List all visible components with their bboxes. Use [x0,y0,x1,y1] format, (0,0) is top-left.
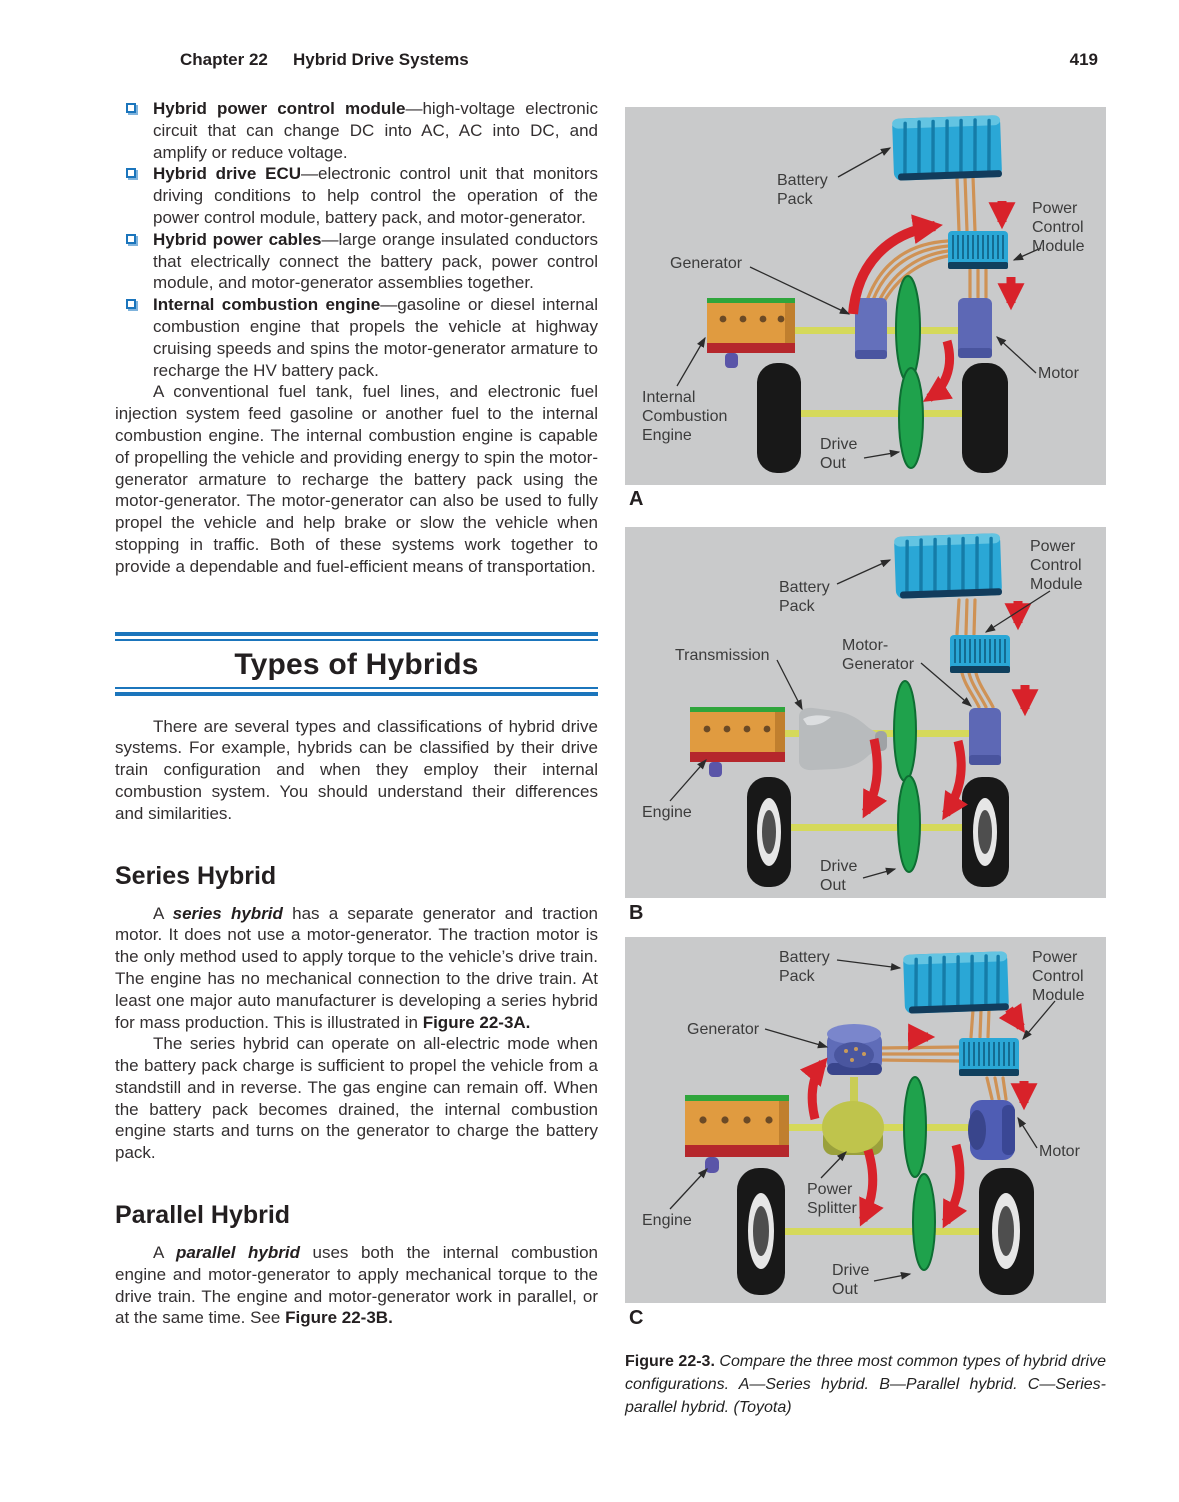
drive-out-discs [893,680,921,873]
paragraph-fuel-system: A conventional fuel tank, fuel lines, an… [115,382,598,576]
series-hybrid-diagram [676,115,1042,473]
label-engine: Engine [642,804,692,821]
label-leader-lines [669,559,1051,879]
label-leader-lines [676,147,1042,459]
engine [685,1095,789,1173]
rear-axle [797,410,965,417]
label-power-control-module: Power Control Module [1032,200,1085,255]
definition-text: Hybrid drive ECU—electronic control unit… [153,164,598,227]
drive-out-discs [895,275,924,469]
definition-text: Hybrid power cables—large orange insulat… [153,229,598,293]
label-battery-pack: Battery Pack [777,172,828,208]
label-drive-out: Drive Out [820,858,858,894]
rear-axle [785,1228,981,1235]
battery-pack [903,951,1009,1014]
power-flow-arrows [799,1003,1038,1229]
label-drive-out: Drive Out [832,1262,870,1298]
generator [827,1024,882,1075]
label-power-control-module: Power Control Module [1030,538,1083,593]
label-generator: Generator [687,1021,760,1038]
heading-rule-thin [115,638,598,641]
label-battery-pack: Battery Pack [779,579,830,615]
internal-combustion-engine [707,298,795,368]
engine [690,707,785,777]
list-item: Hybrid power cables—large orange insulat… [115,229,598,294]
label-generator: Generator [670,255,743,272]
parallel-hybrid-diagram [669,533,1051,887]
label-motor-generator: Motor- Generator [842,637,915,673]
label-motor: Motor [1038,365,1079,382]
battery-pack [894,533,1002,599]
page-number: 419 [1069,50,1098,69]
label-leader-lines [669,959,1056,1282]
power-flow-arrows [848,201,1025,402]
label-transmission: Transmission [675,647,770,664]
definition-list: Hybrid power control module—high-voltage… [115,98,598,381]
label-motor: Motor [1039,1143,1080,1160]
figure-22-3-a-series-hybrid: Battery Pack Power Control Module Genera… [625,107,1106,485]
square-bullet-icon [126,168,136,179]
power-control-module [950,635,1010,673]
figure-column: Battery Pack Power Control Module Genera… [625,107,1106,1502]
list-item: Hybrid power control module—high-voltage… [115,98,598,163]
battery-pack [892,115,1002,181]
paragraph-parallel-1: A parallel hybrid uses both the internal… [115,1243,599,1328]
label-drive-out: Drive Out [820,436,858,472]
rear-axle [788,824,964,831]
section-heading: Types of Hybrids [234,647,479,681]
square-bullet-icon [126,299,136,310]
power-splitter [822,1101,884,1155]
figure-letter-a: A [629,488,644,510]
square-bullet-icon [126,103,136,113]
section-heading-block: Types of Hybrids [115,631,598,696]
drive-out-discs [903,1076,936,1271]
figure-letter-b: B [629,902,644,924]
heading-rule-thick [115,691,598,696]
label-battery-pack: Battery Pack [779,949,830,985]
subsection-heading-parallel: Parallel Hybrid [115,1201,291,1230]
list-item: Internal combustion engine—gasoline or d… [115,294,598,381]
wheels [747,777,1009,887]
paragraph-series-2: The series hybrid can operate on all-ele… [115,1034,598,1163]
page-header: Chapter 22 Hybrid Drive Systems 419 [115,50,1098,74]
wheels [737,1168,1034,1295]
square-bullet-icon [126,233,136,244]
motor [968,1100,1015,1160]
label-power-splitter: Power Splitter [807,1181,857,1217]
subsection-heading-series: Series Hybrid [115,861,277,890]
label-power-control-module: Power Control Module [1032,949,1085,1004]
transmission [799,707,887,771]
wheels [757,363,1008,473]
figure-caption: Figure 22-3. Compare the three most comm… [625,1353,1107,1416]
label-engine: Engine [642,1212,692,1229]
generator-shaft [850,1077,858,1111]
text-column: Hybrid power control module—high-voltage… [115,98,598,1329]
motor [958,298,992,358]
figure-22-3-c-series-parallel-hybrid: Battery Pack Power Control Module Genera… [625,937,1106,1303]
power-flow-arrows [861,601,1039,821]
chapter-label: Chapter 22 [180,50,268,69]
figure-letter-c: C [629,1307,644,1329]
motor-generator [969,708,1001,765]
definition-text: Hybrid power control module—high-voltage… [153,99,598,162]
series-parallel-hybrid-diagram [669,951,1056,1295]
label-internal-combustion-engine: Internal Combustion Engine [642,389,728,444]
paragraph-series-1: A series hybrid has a separate generator… [115,903,599,1032]
page-title: Hybrid Drive Systems [293,50,469,69]
heading-rule-thick [115,631,598,636]
generator [855,298,887,359]
definition-text: Internal combustion engine—gasoline or d… [153,295,598,380]
figure-22-3-b-parallel-hybrid: Battery Pack Power Control Module Transm… [625,527,1106,898]
heading-rule-thin [115,686,598,689]
hybrid-power-cables [955,598,995,709]
paragraph-types-intro: There are several types and classificati… [115,716,598,823]
list-item: Hybrid drive ECU—electronic control unit… [115,163,598,228]
power-control-module [948,231,1008,269]
power-control-module [959,1038,1019,1076]
